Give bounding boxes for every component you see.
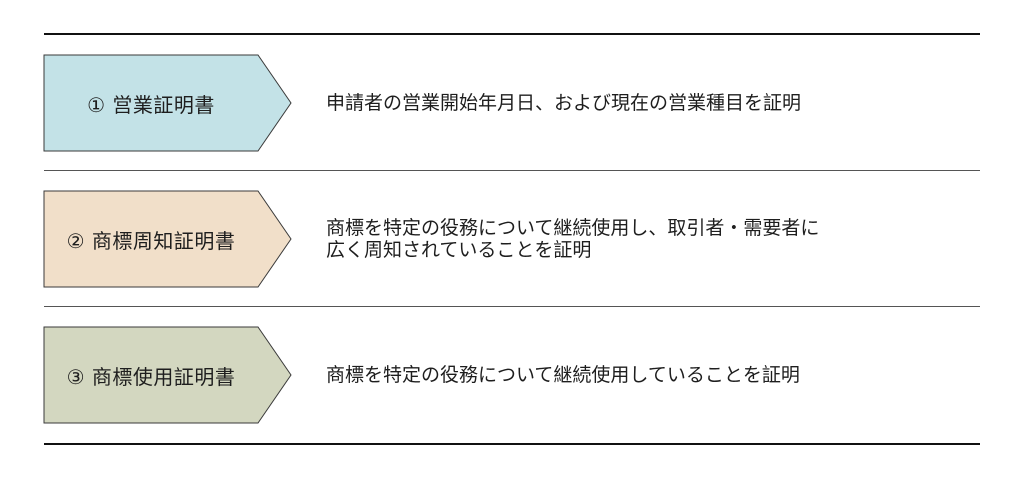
badge-label: ① 営業証明書 (87, 92, 215, 117)
row-business-certificate: ① 営業証明書 申請者の営業開始年月日、および現在の営業種目を証明 (43, 54, 980, 152)
description-line: 商標を特定の役務について継続使用していることを証明 (326, 364, 800, 386)
description-line: 申請者の営業開始年月日、および現在の営業種目を証明 (326, 92, 802, 114)
top-rule (44, 33, 980, 35)
description-line: 広く周知されていることを証明 (326, 239, 592, 261)
divider (44, 170, 980, 171)
chevron-shape (43, 190, 292, 288)
badge-label: ② 商標周知証明書 (66, 228, 236, 253)
description-line: 商標を特定の役務について継続使用し、取引者・需要者に (326, 217, 820, 239)
chevron-shape (43, 326, 292, 424)
chevron-shape (43, 54, 292, 152)
description: 商標を特定の役務について継続使用していることを証明 (326, 327, 966, 423)
description: 申請者の営業開始年月日、および現在の営業種目を証明 (326, 55, 966, 151)
row-trademark-use-certificate: ③ 商標使用証明書 商標を特定の役務について継続使用していることを証明 (43, 326, 980, 424)
divider (44, 306, 980, 307)
chevron-fill (43, 54, 292, 152)
badge-business-certificate: ① 営業証明書 (43, 54, 292, 152)
bottom-rule (44, 443, 980, 445)
badge-trademark-wellknown-certificate: ② 商標周知証明書 (43, 190, 292, 288)
badge-trademark-use-certificate: ③ 商標使用証明書 (43, 326, 292, 424)
row-trademark-wellknown-certificate: ② 商標周知証明書 商標を特定の役務について継続使用し、取引者・需要者に 広く周… (43, 190, 980, 288)
description: 商標を特定の役務について継続使用し、取引者・需要者に 広く周知されていることを証… (326, 191, 966, 287)
chevron-fill (43, 326, 292, 424)
chevron-fill (43, 190, 292, 288)
badge-label: ③ 商標使用証明書 (66, 364, 236, 389)
